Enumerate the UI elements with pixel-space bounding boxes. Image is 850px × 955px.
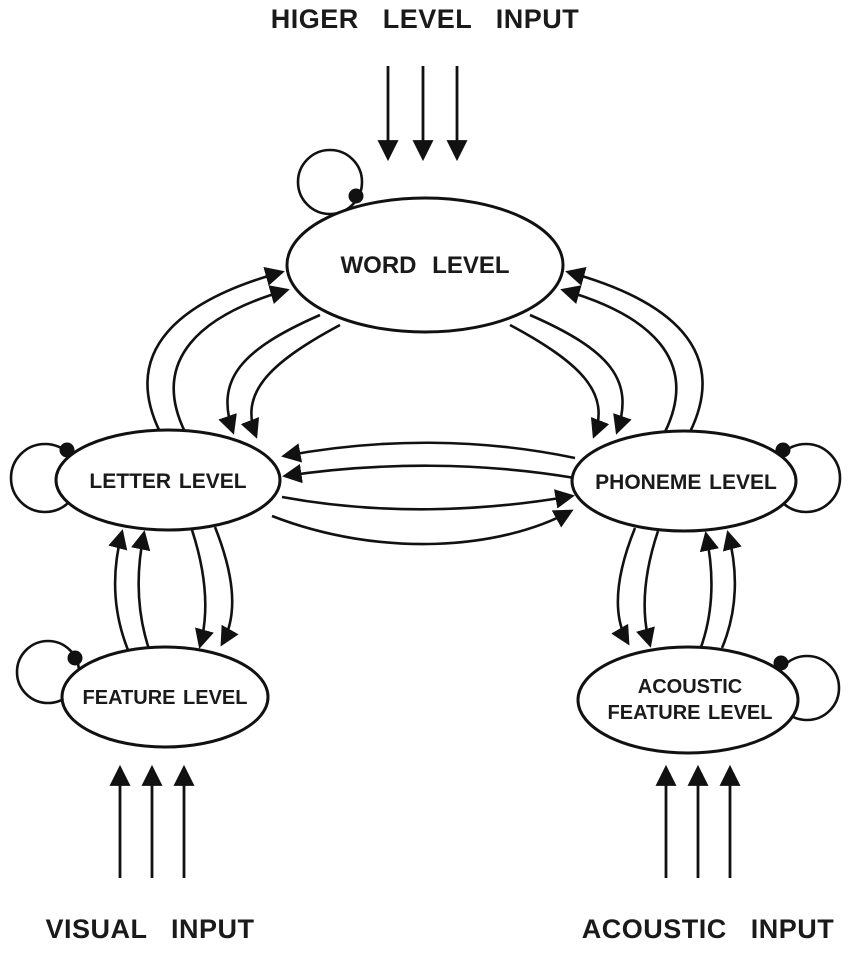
phoneme-loop-inhibitory-dot (775, 442, 791, 458)
phoneme-level-label: PHONEME LEVEL (595, 471, 777, 494)
acoustic-input-label: ACOUSTIC INPUT (582, 914, 835, 944)
phoneme-to-word-arrow (565, 266, 704, 433)
letter-to-phoneme-arrow (271, 509, 574, 546)
word-self-loop (296, 148, 364, 216)
letter-phoneme-connections (271, 441, 576, 546)
visual-input-arrows (109, 764, 195, 878)
acoustic-loop-inhibitory-dot (773, 655, 789, 671)
word-level-node: WORD LEVEL (285, 196, 565, 334)
acoustic-to-phoneme-arrow (720, 530, 742, 649)
acoustic-to-phoneme-arrow (698, 531, 719, 651)
phoneme-to-letter-arrow (282, 463, 576, 484)
letter-to-feature-arrow (190, 529, 214, 649)
letter-to-phoneme-arrow (281, 489, 575, 511)
phoneme-to-letter-arrow (281, 441, 576, 463)
feature-loop-inhibitory-dot (67, 650, 83, 666)
acoustic-feature-level-label-line2: FEATURE LEVEL (608, 702, 773, 724)
phoneme-to-word-arrow (560, 285, 678, 433)
word-to-phoneme-arrow (529, 313, 632, 435)
letter-feature-connections (108, 526, 239, 653)
word-to-phoneme-arrow (509, 323, 610, 439)
acoustic-input-arrows (655, 764, 741, 878)
letter-loop-inhibitory-dot (59, 442, 75, 458)
phoneme-acoustic-connections (611, 527, 742, 651)
feature-level-label: FEATURE LEVEL (83, 687, 248, 709)
higher-level-input-label: HIGER LEVEL INPUT (271, 4, 580, 34)
acoustic-feature-level-label-line1: ACOUSTIC (638, 676, 742, 698)
feature-level-node: FEATURE LEVEL (60, 645, 270, 749)
word-phoneme-connections (509, 266, 704, 439)
feature-to-letter-arrow (131, 530, 152, 653)
word-letter-connections (146, 266, 341, 439)
word-to-letter-arrow (240, 323, 341, 439)
word-loop-inhibitory-dot (348, 188, 364, 204)
letter-level-label: LETTER LEVEL (89, 470, 246, 493)
letter-to-word-arrow (146, 266, 285, 433)
word-level-label: WORD LEVEL (341, 252, 510, 279)
phoneme-to-acoustic-arrow (636, 530, 660, 648)
phoneme-to-acoustic-arrow (611, 527, 637, 646)
phoneme-level-node: PHONEME LEVEL (570, 429, 798, 533)
higher-level-input-arrows (377, 66, 468, 162)
letter-to-word-arrow (172, 285, 290, 433)
visual-input-label: VISUAL INPUT (45, 914, 254, 944)
letter-level-node: LETTER LEVEL (54, 428, 282, 532)
feature-to-letter-arrow (108, 529, 130, 651)
letter-to-feature-arrow (213, 526, 239, 647)
word-to-letter-arrow (218, 313, 321, 435)
acoustic-feature-level-node: ACOUSTIC FEATURE LEVEL (576, 645, 800, 755)
